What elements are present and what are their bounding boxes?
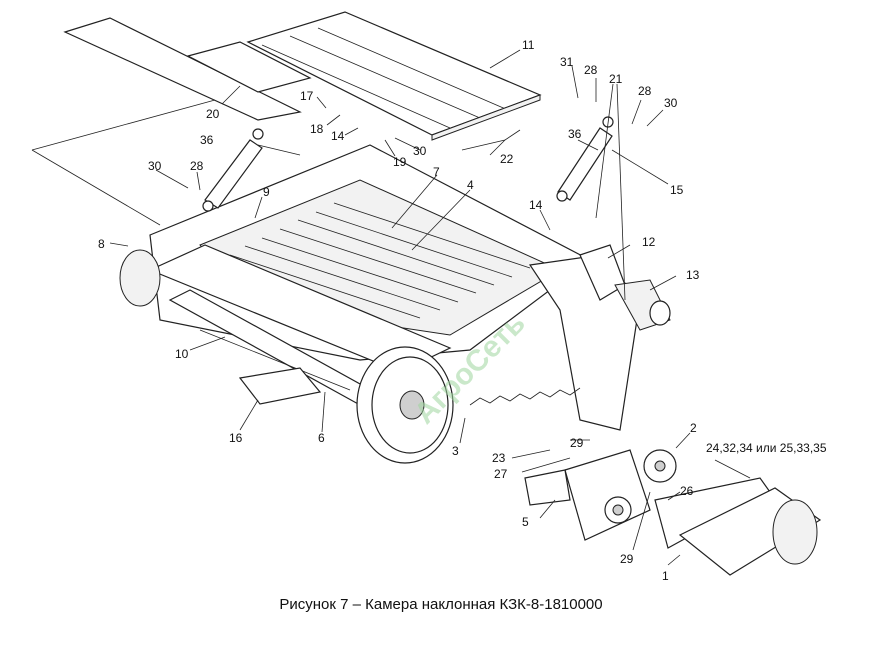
- callout-21: 21: [609, 72, 623, 86]
- callout-31: 31: [560, 55, 574, 69]
- callout-labels: 11 31 28 21 28 30 17 20 18 14 36 36 30 1…: [98, 38, 827, 583]
- callout-22: 22: [500, 152, 514, 166]
- tension-spring: [469, 387, 581, 406]
- drive-pulley: [356, 346, 454, 464]
- callout-20: 20: [206, 107, 220, 121]
- callout-23: 23: [492, 451, 506, 465]
- callout-11: 11: [522, 38, 535, 52]
- callout-16: 16: [229, 431, 243, 445]
- front-drum: [119, 244, 452, 373]
- callout-8: 8: [98, 237, 105, 251]
- callout-18: 18: [310, 122, 324, 136]
- callout-1: 1: [662, 569, 669, 583]
- leader-lines: [109, 49, 751, 566]
- callout-30: 30: [148, 159, 162, 173]
- side-plate: [528, 244, 671, 431]
- callout-3: 3: [452, 444, 459, 458]
- callout-27: 27: [494, 467, 508, 481]
- callout-29: 29: [620, 552, 634, 566]
- rod: [461, 129, 521, 151]
- callout-14: 14: [331, 129, 345, 143]
- callout-2: 2: [690, 421, 697, 435]
- callout-29: 29: [570, 436, 584, 450]
- callout-6: 6: [318, 431, 325, 445]
- inclined-chamber-housing: [119, 144, 671, 464]
- callout-28: 28: [584, 63, 598, 77]
- callout-12: 12: [642, 235, 656, 249]
- callout-10: 10: [175, 347, 189, 361]
- callout-28: 28: [638, 84, 652, 98]
- sprocket: [643, 449, 677, 483]
- callout-14: 14: [529, 198, 543, 212]
- callout-15: 15: [670, 183, 684, 197]
- conveyor-slats: [229, 202, 531, 319]
- callout-9: 9: [263, 185, 270, 199]
- callout-36: 36: [200, 133, 214, 147]
- figure-caption: Рисунок 7 – Камера наклонная КЗК-8-18100…: [279, 596, 603, 613]
- callout-19: 19: [393, 155, 407, 169]
- callout-36: 36: [568, 127, 582, 141]
- hydraulic-cylinder-right: [556, 116, 614, 202]
- lower-support: [238, 367, 322, 405]
- callout-7: 7: [433, 165, 440, 179]
- callout-24-32-34-or-25-33-35: 24,32,34 или 25,33,35: [706, 441, 827, 455]
- callout-30: 30: [413, 144, 427, 158]
- callout-26: 26: [680, 484, 694, 498]
- callout-13: 13: [686, 268, 700, 282]
- callout-17: 17: [300, 89, 314, 103]
- callout-5: 5: [522, 515, 529, 529]
- hydraulic-cylinder-left: [202, 128, 264, 212]
- callout-4: 4: [467, 178, 474, 192]
- callout-28: 28: [190, 159, 204, 173]
- side-liner-sheet: [31, 17, 312, 226]
- top-cover-sheet: [246, 11, 542, 141]
- belt-guard: [654, 477, 822, 576]
- callout-30: 30: [664, 96, 678, 110]
- gearbox: [524, 449, 651, 541]
